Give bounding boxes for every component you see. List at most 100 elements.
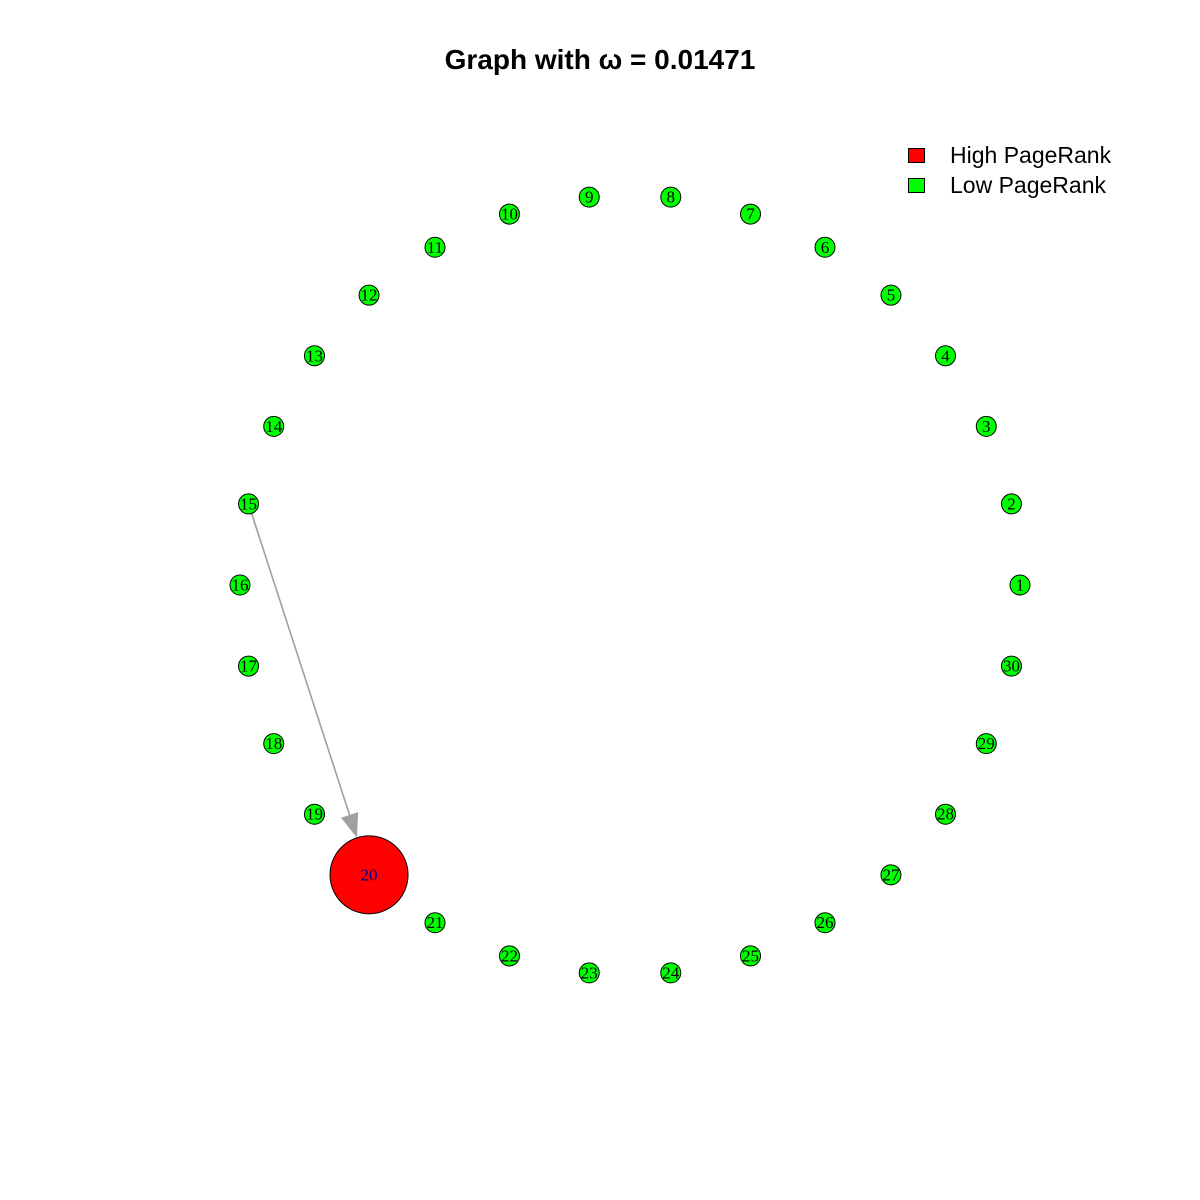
node-label-9: 9 <box>585 188 594 207</box>
node-circle-8 <box>660 186 682 208</box>
node-label-27: 27 <box>882 865 900 884</box>
node-circle-17 <box>238 655 260 677</box>
node-circle-18 <box>263 733 285 755</box>
node-13: 13 <box>303 345 325 367</box>
node-circle-13 <box>303 345 325 367</box>
node-label-11: 11 <box>427 238 443 257</box>
node-label-19: 19 <box>306 805 323 824</box>
node-label-25: 25 <box>742 946 759 965</box>
node-circle-26 <box>814 912 836 934</box>
node-circle-12 <box>358 284 380 306</box>
legend-swatch-low <box>908 177 925 193</box>
node-label-2: 2 <box>1007 494 1016 513</box>
node-15: 15 <box>238 493 260 515</box>
node-label-10: 10 <box>501 205 518 224</box>
node-11: 11 <box>424 236 446 258</box>
node-1: 1 <box>1009 574 1031 596</box>
legend-item-high: High PageRank <box>908 140 1111 170</box>
node-label-18: 18 <box>265 734 282 753</box>
node-label-28: 28 <box>937 805 954 824</box>
node-circle-15 <box>238 493 260 515</box>
node-circle-11 <box>424 236 446 258</box>
node-label-13: 13 <box>306 346 323 365</box>
node-circle-14 <box>263 415 285 437</box>
node-label-5: 5 <box>887 286 896 305</box>
node-circle-25 <box>740 945 762 967</box>
node-16: 16 <box>229 574 251 596</box>
node-circle-22 <box>498 945 520 967</box>
node-label-24: 24 <box>662 963 680 982</box>
node-label-8: 8 <box>667 188 676 207</box>
node-label-7: 7 <box>746 205 755 224</box>
node-10: 10 <box>498 203 520 225</box>
edges-layer <box>250 513 359 838</box>
node-18: 18 <box>263 733 285 755</box>
node-label-3: 3 <box>982 417 991 436</box>
node-circle-7 <box>740 203 762 225</box>
node-2: 2 <box>1000 493 1022 515</box>
legend: High PageRank Low PageRank <box>908 140 1111 200</box>
node-circle-29 <box>975 733 997 755</box>
node-circle-3 <box>975 415 997 437</box>
node-label-22: 22 <box>501 946 518 965</box>
node-5: 5 <box>880 284 902 306</box>
node-circle-6 <box>814 236 836 258</box>
node-circle-24 <box>660 962 682 984</box>
node-circle-21 <box>424 912 446 934</box>
node-30: 30 <box>1000 655 1022 677</box>
node-label-23: 23 <box>581 963 598 982</box>
node-label-17: 17 <box>240 657 258 676</box>
node-circle-2 <box>1000 493 1022 515</box>
edge-15-20 <box>250 513 351 816</box>
node-17: 17 <box>238 655 260 677</box>
node-28: 28 <box>935 803 957 825</box>
node-14: 14 <box>263 415 285 437</box>
node-26: 26 <box>814 912 836 934</box>
legend-label-high: High PageRank <box>950 141 1112 168</box>
node-7: 7 <box>740 203 762 225</box>
node-12: 12 <box>358 284 380 306</box>
node-label-21: 21 <box>427 913 444 932</box>
node-label-30: 30 <box>1003 657 1020 676</box>
node-circle-1 <box>1009 574 1031 596</box>
node-circle-5 <box>880 284 902 306</box>
node-circle-23 <box>578 962 600 984</box>
node-29: 29 <box>975 733 997 755</box>
node-label-20: 20 <box>361 865 378 884</box>
legend-label-low: Low PageRank <box>950 171 1106 198</box>
node-19: 19 <box>303 803 325 825</box>
node-circle-28 <box>935 803 957 825</box>
node-8: 8 <box>660 186 682 208</box>
node-9: 9 <box>578 186 600 208</box>
node-label-15: 15 <box>240 494 257 513</box>
node-22: 22 <box>498 945 520 967</box>
legend-item-low: Low PageRank <box>908 170 1111 200</box>
node-label-4: 4 <box>941 346 950 365</box>
node-23: 23 <box>578 962 600 984</box>
edge-arrowhead-15-20 <box>341 812 359 838</box>
node-20: 20 <box>329 835 409 915</box>
node-4: 4 <box>935 345 957 367</box>
node-label-16: 16 <box>232 576 249 595</box>
node-6: 6 <box>814 236 836 258</box>
node-27: 27 <box>880 864 902 886</box>
node-24: 24 <box>660 962 682 984</box>
node-circle-19 <box>303 803 325 825</box>
node-circle-9 <box>578 186 600 208</box>
node-circle-10 <box>498 203 520 225</box>
node-label-12: 12 <box>361 286 378 305</box>
node-label-14: 14 <box>265 417 283 436</box>
node-circle-27 <box>880 864 902 886</box>
node-label-26: 26 <box>817 913 834 932</box>
node-label-6: 6 <box>821 238 830 257</box>
node-circle-4 <box>935 345 957 367</box>
legend-swatch-high <box>908 147 925 163</box>
node-circle-30 <box>1000 655 1022 677</box>
node-3: 3 <box>975 415 997 437</box>
node-25: 25 <box>740 945 762 967</box>
node-circle-20 <box>329 835 409 915</box>
node-label-1: 1 <box>1016 576 1025 595</box>
